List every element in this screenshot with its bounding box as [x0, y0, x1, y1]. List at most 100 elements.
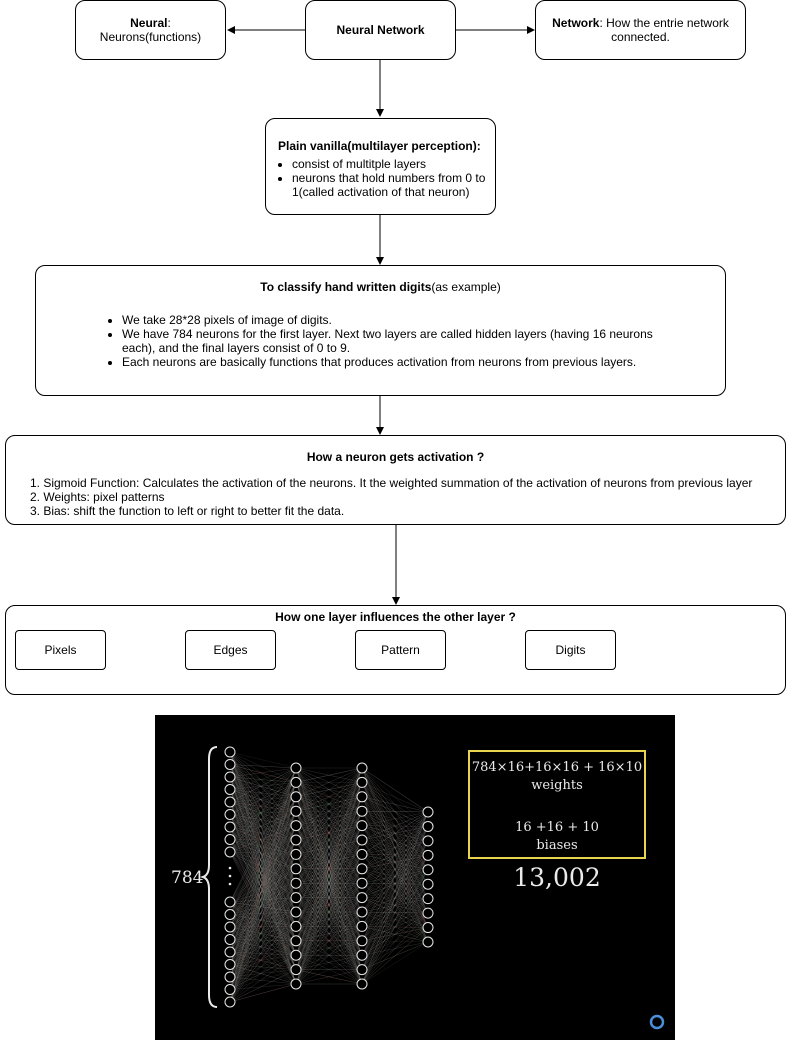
network-edge: [229, 883, 297, 1003]
network-edge: [295, 767, 363, 841]
network-edge: [361, 912, 429, 942]
network-parameters-image: 784 784×16+16×16 + 16×10 weights 16 +16 …: [155, 715, 675, 1040]
network-edge: [295, 782, 363, 913]
network-edge: [295, 782, 363, 956]
network-edge: [295, 926, 363, 970]
network-edge: [361, 767, 429, 870]
network-edge: [229, 825, 297, 953]
network-edge: [295, 868, 363, 985]
neural-title: Neural: [130, 16, 168, 30]
network-neuron: [290, 949, 302, 961]
network-edge: [229, 851, 297, 927]
network-edge: [361, 826, 429, 970]
network-edge: [229, 940, 297, 990]
network-edge: [361, 898, 429, 913]
network-edge: [229, 826, 297, 956]
network-neuron: [224, 984, 236, 995]
network-neuron: [224, 909, 236, 920]
network-edge: [361, 811, 429, 899]
network-edge: [229, 764, 297, 841]
network-neuron: [224, 821, 236, 833]
weights-formula: 784×16+16×16 + 16×10: [472, 760, 642, 775]
network-edge: [361, 897, 429, 928]
network-edge: [295, 782, 363, 970]
network-edge: [229, 839, 297, 841]
network-edge: [295, 926, 363, 985]
network-edge: [295, 911, 363, 942]
network-edge: [295, 796, 363, 927]
network-edge: [229, 776, 297, 841]
network-edge: [295, 811, 363, 898]
network-edge: [361, 941, 429, 956]
network-title: Network: [552, 16, 600, 30]
network-edge: [229, 751, 297, 884]
network-edge: [229, 810, 297, 828]
network-edge: [295, 911, 363, 927]
network-edge: [295, 796, 363, 941]
network-edge: [361, 767, 429, 928]
plain-vanilla-box: Plain vanilla(multilayer perception): co…: [265, 118, 496, 215]
network-edge: [295, 839, 363, 855]
network-edge: [295, 782, 363, 869]
network-edge: [229, 964, 297, 970]
step-edges: Edges: [185, 630, 276, 670]
network-neuron: [356, 978, 368, 990]
network-edge: [229, 789, 297, 855]
network-title-suffix: : How the entrie network: [599, 16, 729, 30]
network-neuron: [422, 936, 434, 948]
network-edge: [295, 767, 363, 884]
network-edge: [229, 801, 297, 812]
network-neuron: [224, 921, 236, 933]
network-edge: [229, 954, 297, 965]
network-edge: [229, 814, 297, 869]
network-edge: [229, 883, 297, 953]
network-edge: [295, 782, 363, 898]
network-edge: [295, 839, 363, 898]
network-edge: [295, 811, 363, 869]
network-edge: [295, 839, 363, 941]
network-edge: [295, 782, 363, 855]
network-edge: [229, 789, 297, 898]
network-edge: [295, 767, 363, 841]
network-neuron: [422, 806, 434, 818]
network-edge: [361, 884, 429, 941]
network-edge: [229, 796, 297, 953]
network-edge: [229, 839, 297, 965]
network-edge: [229, 825, 297, 928]
network-edge: [361, 767, 429, 813]
network-edge: [229, 796, 297, 840]
network-edge: [361, 826, 429, 898]
network-edge: [361, 840, 429, 898]
network-edge: [361, 869, 429, 913]
network-neuron: [356, 877, 368, 889]
network-neuron: [356, 949, 368, 961]
network-edge: [229, 811, 297, 978]
network-edge: [229, 801, 297, 956]
network-edge: [229, 940, 297, 965]
network-edge: [361, 826, 429, 985]
network-edge: [229, 782, 297, 815]
network-edge: [295, 767, 363, 941]
network-edge: [361, 883, 429, 898]
network-edge: [229, 764, 297, 970]
step-label: Edges: [213, 643, 248, 657]
network-edge: [361, 868, 429, 885]
network-edge: [361, 882, 429, 914]
network-neuron: [356, 935, 368, 947]
network-edge: [361, 868, 429, 871]
network-edge: [361, 926, 429, 928]
network-edge: [229, 789, 297, 812]
network-neuron: [290, 906, 302, 918]
network-edge: [361, 840, 429, 927]
network-edge: [295, 767, 363, 798]
network-edge: [295, 883, 363, 970]
network-edge: [229, 751, 297, 869]
network-edge: [295, 782, 363, 941]
network-edge: [361, 855, 429, 927]
network-edge: [295, 854, 363, 970]
network-edge: [295, 810, 363, 855]
network-edge: [295, 825, 363, 956]
network-edge: [229, 776, 297, 884]
network-neuron: [356, 848, 368, 860]
network-edge: [361, 810, 429, 813]
